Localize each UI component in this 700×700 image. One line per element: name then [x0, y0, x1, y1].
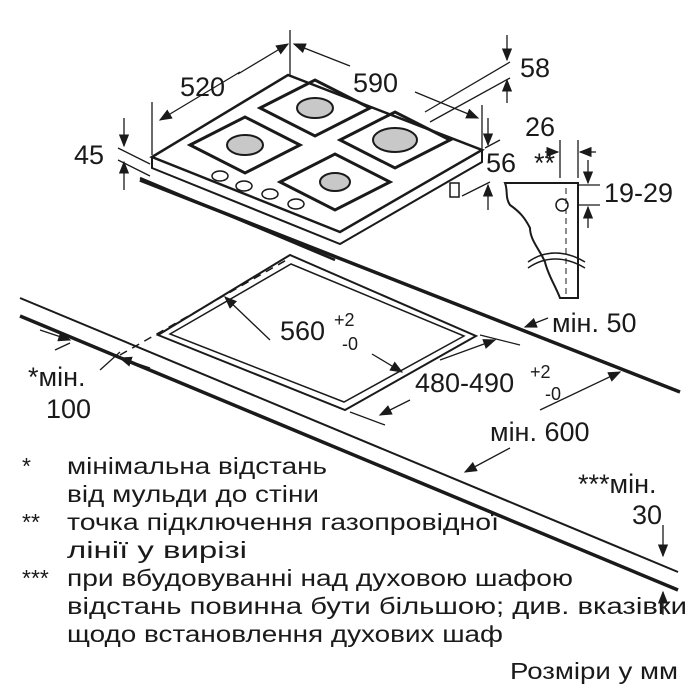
thickness-label: 45: [74, 140, 104, 170]
note-line: при вбудовуванні над духовою шафою: [67, 565, 573, 591]
hob-depth-label: 520: [180, 72, 225, 102]
worktop-depth-label: мін. 600: [490, 417, 590, 447]
note-line: щодо встановлення духових шаф: [67, 621, 503, 647]
hob-foot: [449, 182, 460, 198]
dimension-lines: [39, 30, 669, 615]
below-clearance-prefix: ***мін.: [578, 469, 657, 499]
foot-height-label: 56: [486, 148, 516, 178]
note-marker: ***: [22, 565, 49, 591]
cutout-width-tol-minus: -0: [342, 334, 358, 354]
gas-connection-profile: [503, 182, 586, 299]
note-line: мінімальна відстань: [67, 453, 327, 479]
side-clearance-prefix: *мін.: [28, 362, 85, 392]
connection-marker: **: [534, 148, 556, 178]
connection-height-label: 19-29: [604, 178, 673, 208]
note-marker: **: [22, 509, 40, 535]
control-knobs: [211, 170, 305, 210]
footnotes: * мінімальна відстань від мульди до стін…: [22, 453, 687, 647]
below-clearance-value: 30: [632, 500, 662, 530]
note-line: точка підключення газопровідної: [67, 509, 500, 535]
note-line: відстань повинна бути більшою; див. вказ…: [67, 593, 687, 619]
cutout-width-tol-plus: +2: [334, 310, 355, 330]
units-note: Розміри у мм: [510, 658, 678, 684]
rear-clearance-label: мін. 50: [552, 308, 637, 338]
hob-width-label: 590: [353, 68, 398, 98]
hob-drawing: [139, 73, 485, 262]
cutout: [155, 253, 479, 412]
side-clearance-value: 100: [46, 394, 91, 424]
cutout-depth-label: 480-490: [415, 368, 514, 398]
connection-offset-label: 26: [525, 112, 555, 142]
cutout-width-label: 560: [280, 316, 325, 346]
note-line: від мульди до стіни: [67, 481, 319, 507]
burners: [186, 78, 454, 212]
cutout-depth-tol-minus: -0: [545, 384, 561, 404]
note-marker: *: [22, 453, 31, 479]
cutout-depth-tol-plus: +2: [530, 362, 551, 382]
glass-height-label: 58: [520, 53, 550, 83]
note-line: лінії у вирізі: [67, 537, 247, 563]
